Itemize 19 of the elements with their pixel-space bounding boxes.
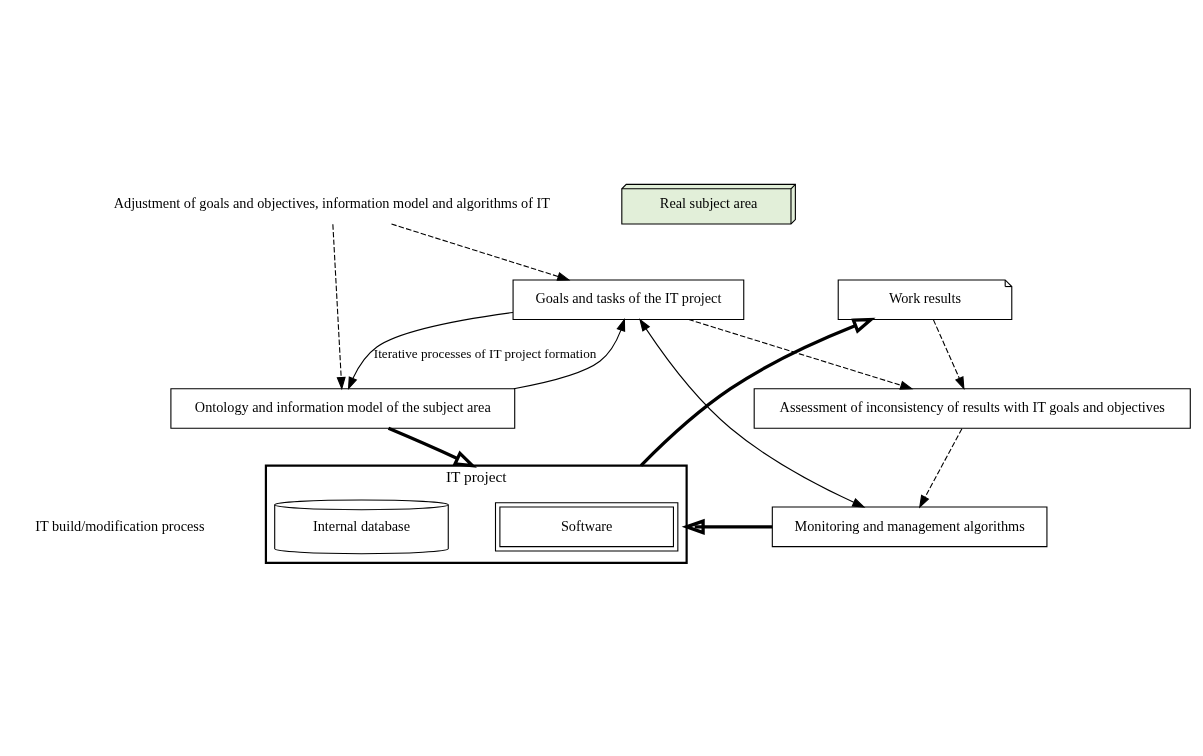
label: IT build/modification process bbox=[35, 517, 205, 534]
arrow bbox=[347, 311, 514, 391]
node-text: Adjustment of goals and objectives, information model and algorithms of IT bbox=[113, 194, 550, 211]
arrow bbox=[688, 318, 914, 390]
node-box: Ontology and information model of the subject area bbox=[170, 388, 516, 429]
arrow bbox=[918, 428, 963, 509]
edge-label: Iterative processes of IT project formation bbox=[373, 345, 597, 361]
arrow bbox=[332, 223, 346, 391]
arrow bbox=[932, 319, 965, 391]
node-box: Software bbox=[494, 502, 679, 552]
arrow bbox=[681, 518, 773, 535]
arrow bbox=[513, 318, 626, 390]
arrow bbox=[390, 223, 571, 281]
arrow bbox=[639, 317, 876, 467]
node-box: Goals and tasks of the IT project bbox=[512, 279, 745, 321]
node-box: Assessment of inconsistency of results with IT goals and objectives bbox=[753, 388, 1191, 429]
node-box: Monitoring and management algorithms bbox=[771, 506, 1048, 548]
arrow bbox=[387, 426, 477, 468]
arrow bbox=[639, 318, 866, 508]
